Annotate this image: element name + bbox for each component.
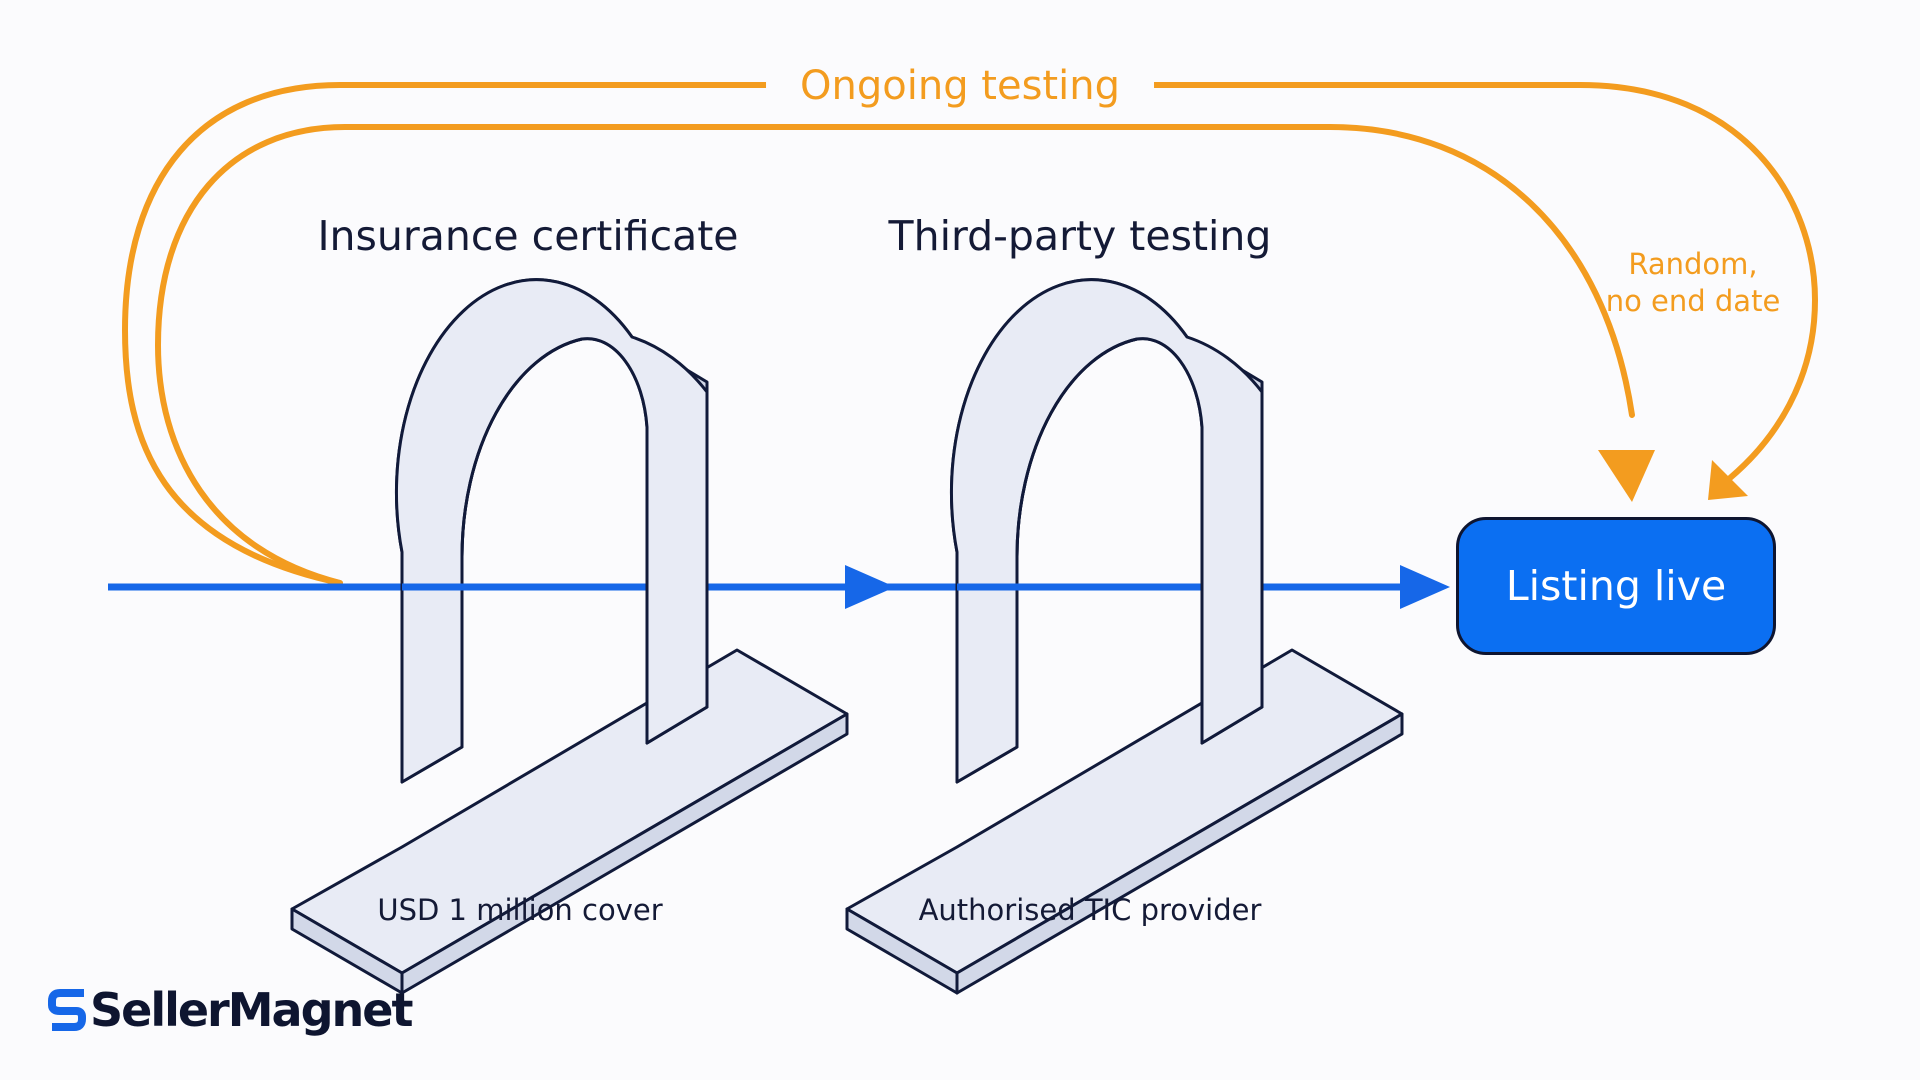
gate-third-party-testing xyxy=(845,278,1404,995)
s-magnet-logo-icon xyxy=(48,989,86,1031)
loop-outer-path xyxy=(121,82,1819,586)
gate-1-title: Insurance certificate xyxy=(317,212,739,260)
gate-insurance-certificate xyxy=(290,278,849,995)
random-no-end-date-note: Random, no end date xyxy=(1606,246,1781,320)
process-flow xyxy=(108,565,1450,609)
brand-logo: SellerMagnet xyxy=(48,982,413,1038)
gate-2-title: Third-party testing xyxy=(888,212,1272,260)
gate-2-caption: Authorised TIC provider xyxy=(918,893,1262,927)
ongoing-testing-loop xyxy=(121,82,1819,586)
loop-outer-arrowhead xyxy=(1708,460,1748,500)
loop-inner-path xyxy=(154,124,1635,586)
loop-note-line-1: Random, xyxy=(1628,247,1758,281)
ongoing-testing-label: Ongoing testing xyxy=(766,60,1154,112)
loop-inner-arrowhead xyxy=(1598,450,1655,502)
gate-1-caption: USD 1 million cover xyxy=(377,893,663,927)
loop-note-line-2: no end date xyxy=(1605,284,1781,318)
listing-live-label: Listing live xyxy=(1505,562,1727,610)
flow-arrowhead-to-testing xyxy=(845,565,895,609)
listing-live-box: Listing live xyxy=(1456,517,1776,655)
brand-name: SellerMagnet xyxy=(90,983,413,1037)
flow-arrowhead-to-listing xyxy=(1400,565,1450,609)
